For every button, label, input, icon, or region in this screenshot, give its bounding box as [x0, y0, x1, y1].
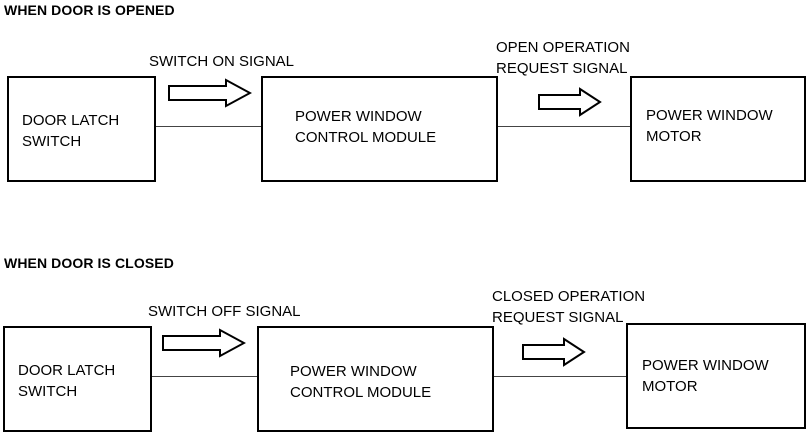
open-operation-request-signal-label: OPEN OPERATION REQUEST SIGNAL: [496, 37, 630, 79]
connector-line: [492, 376, 628, 377]
power-window-control-module-box: [261, 76, 498, 182]
power-window-motor-box: [626, 323, 806, 429]
connector-line: [496, 126, 632, 127]
box-label-line: POWER WINDOW: [646, 107, 773, 124]
power-window-motor-box: [630, 76, 806, 182]
door-latch-switch-label: DOOR LATCH SWITCH: [22, 110, 119, 152]
door-latch-switch-box: [7, 76, 156, 182]
power-window-motor-label: POWER WINDOW MOTOR: [642, 355, 769, 397]
connector-line: [154, 126, 262, 127]
switch-on-signal-label: SWITCH ON SIGNAL: [149, 51, 294, 72]
power-window-control-module-label: POWER WINDOW CONTROL MODULE: [295, 106, 436, 148]
box-label-line: SWITCH: [22, 133, 82, 150]
signal-label-line: OPEN OPERATION: [496, 39, 630, 56]
right-arrow-icon: [522, 337, 586, 367]
right-arrow-icon: [538, 87, 602, 117]
signal-label-line: REQUEST SIGNAL: [496, 60, 628, 77]
signal-label-line: SWITCH OFF SIGNAL: [148, 303, 301, 320]
door-latch-switch-label: DOOR LATCH SWITCH: [18, 360, 115, 402]
section-heading-closed: WHEN DOOR IS CLOSED: [4, 255, 174, 271]
power-window-control-module-box: [257, 326, 494, 432]
power-window-motor-label: POWER WINDOW MOTOR: [646, 105, 773, 147]
box-label-line: POWER WINDOW: [290, 363, 417, 380]
door-latch-switch-box: [3, 326, 152, 432]
switch-off-signal-label: SWITCH OFF SIGNAL: [148, 301, 301, 322]
section-heading-opened: WHEN DOOR IS OPENED: [4, 2, 175, 18]
power-window-control-module-label: POWER WINDOW CONTROL MODULE: [290, 361, 431, 403]
box-label-line: CONTROL MODULE: [295, 129, 437, 146]
box-label-line: DOOR LATCH: [18, 362, 116, 379]
box-label-line: POWER WINDOW: [295, 108, 422, 125]
right-arrow-icon: [162, 328, 246, 358]
right-arrow-icon: [168, 78, 252, 108]
signal-label-line: REQUEST SIGNAL: [492, 309, 624, 326]
box-label-line: POWER WINDOW: [642, 357, 769, 374]
signal-label-line: SWITCH ON SIGNAL: [149, 53, 295, 70]
box-label-line: MOTOR: [642, 378, 698, 395]
connector-line: [150, 376, 258, 377]
closed-operation-request-signal-label: CLOSED OPERATION REQUEST SIGNAL: [492, 286, 645, 328]
box-label-line: MOTOR: [646, 128, 702, 145]
box-label-line: SWITCH: [18, 383, 78, 400]
box-label-line: DOOR LATCH: [22, 112, 120, 129]
signal-label-line: CLOSED OPERATION: [492, 288, 646, 305]
box-label-line: CONTROL MODULE: [290, 384, 432, 401]
